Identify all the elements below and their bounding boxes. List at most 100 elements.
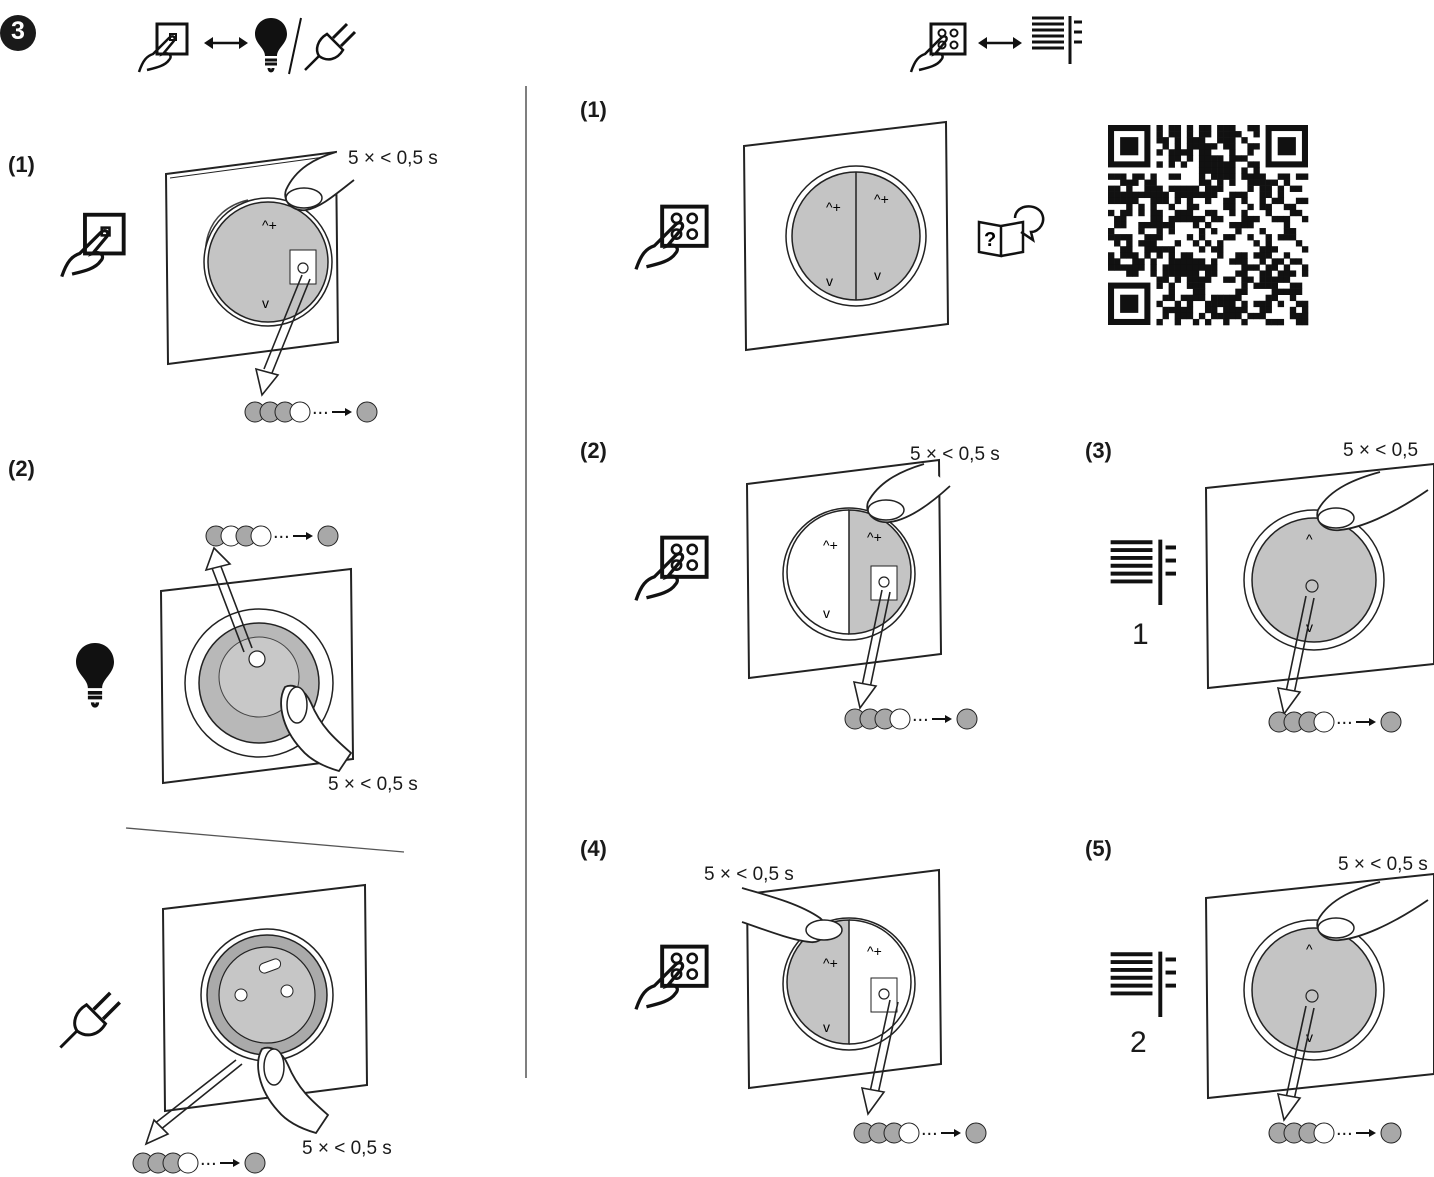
arrow-right-icon [332, 408, 352, 416]
svg-text:^+: ^+ [826, 199, 841, 215]
step-number: 3 [11, 17, 25, 45]
right-step3-label: (3) [1085, 438, 1112, 463]
right-step1-label: (1) [580, 97, 607, 122]
led-dot [289, 401, 311, 423]
led-dot [956, 708, 978, 730]
light-bulb-icon [76, 642, 114, 708]
indicator-arrow [144, 1059, 243, 1146]
svg-text:v: v [1306, 619, 1313, 635]
led-sequence: ... [844, 704, 984, 730]
indicator-arrow [860, 999, 899, 1116]
svg-text:^+: ^+ [262, 217, 277, 233]
led-dot [317, 525, 339, 547]
pairing-switch-icon [137, 22, 189, 73]
svg-text:^: ^ [1306, 531, 1313, 547]
right-step5-timing: 5 × < 0,5 s [1338, 854, 1428, 875]
svg-text:v: v [262, 295, 269, 311]
finger-press-icon [280, 684, 353, 773]
column-divider [525, 86, 527, 1078]
led-dot [1380, 1122, 1402, 1144]
plug-icon [304, 22, 357, 71]
led-ellipsis: ... [1336, 707, 1353, 729]
manual-help-icon: ? [977, 205, 1045, 258]
led-ellipsis: ... [273, 521, 290, 543]
finger-press-icon [1316, 881, 1429, 942]
led-sequence: ... [853, 1118, 993, 1144]
led-sequence: ... [132, 1148, 272, 1174]
indicator-arrow [254, 274, 311, 397]
led-dot [250, 525, 272, 547]
svg-text:?: ? [984, 229, 996, 251]
svg-text:v: v [823, 605, 830, 621]
led-dot [965, 1122, 987, 1144]
led-ellipsis: ... [1336, 1118, 1353, 1140]
slash-divider [288, 17, 302, 75]
led-sequence: ... [205, 521, 345, 547]
right-step4-timing: 5 × < 0,5 s [704, 864, 794, 885]
right-step2-timing: 5 × < 0,5 s [910, 444, 1000, 465]
svg-text:v: v [1306, 1029, 1313, 1045]
left-step2-socket-timing: 5 × < 0,5 s [302, 1138, 392, 1159]
led-ellipsis: ... [312, 397, 329, 419]
finger-press-icon [866, 463, 951, 524]
qr-code-icon [1108, 125, 1309, 326]
left-step2-label: (2) [8, 456, 35, 481]
pairing-4-button-icon [634, 944, 709, 1010]
finger-press-icon [257, 1046, 330, 1135]
led-sequence: ... [1268, 707, 1408, 733]
led-ellipsis: ... [200, 1148, 217, 1170]
blind-icon [1032, 16, 1082, 64]
svg-text:^+: ^+ [867, 529, 882, 545]
blind-number: 1 [1132, 618, 1149, 651]
led-dot [1313, 1122, 1335, 1144]
pairing-4-button-icon [909, 22, 967, 73]
step-number-badge [0, 15, 36, 51]
finger-press-icon [741, 887, 843, 943]
led-dot [898, 1122, 920, 1144]
light-bulb-icon [255, 18, 287, 73]
svg-text:v: v [823, 1019, 830, 1035]
right-step3-timing: 5 × < 0,5 [1343, 440, 1419, 461]
svg-text:^: ^ [1306, 941, 1313, 957]
indicator-arrow [204, 546, 253, 653]
section-divider [125, 827, 405, 853]
led-sequence: ... [244, 397, 384, 423]
finger-press-icon [1316, 471, 1429, 532]
right-step2-label: (2) [580, 438, 607, 463]
indicator-arrow [852, 589, 891, 710]
led-dot [1313, 711, 1335, 733]
pairing-4-button-icon [634, 535, 709, 601]
led-dot [356, 401, 378, 423]
pairing-4-button-icon [634, 204, 709, 270]
arrow-right-icon [1356, 718, 1376, 726]
finger-press-icon [284, 151, 355, 212]
left-step2-light-timing: 5 × < 0,5 s [328, 774, 418, 795]
socket-plate [161, 883, 369, 1113]
led-ellipsis: ... [912, 704, 929, 726]
right-step4-label: (4) [580, 836, 607, 861]
arrow-right-icon [220, 1159, 240, 1167]
led-ellipsis: ... [921, 1118, 938, 1140]
svg-text:^+: ^+ [823, 537, 838, 553]
svg-text:^+: ^+ [867, 943, 882, 959]
svg-text:v: v [874, 267, 881, 283]
led-dot [1380, 711, 1402, 733]
svg-text:^+: ^+ [823, 955, 838, 971]
indicator-arrow [1276, 595, 1315, 716]
switch-plate: ^+ v [164, 150, 340, 366]
arrow-right-icon [941, 1129, 961, 1137]
blind-icon [1110, 539, 1176, 605]
arrow-right-icon [932, 715, 952, 723]
right-step5-label: (5) [1085, 836, 1112, 861]
left-step1-timing: 5 × < 0,5 s [348, 148, 438, 169]
arrow-right-icon [1356, 1129, 1376, 1137]
blind-icon [1110, 951, 1176, 1017]
led-dot [889, 708, 911, 730]
plug-icon [59, 991, 122, 1049]
led-dot [244, 1152, 266, 1174]
double-arrow-icon [978, 37, 1022, 49]
pairing-switch-icon [60, 212, 126, 278]
arrow-right-icon [293, 532, 313, 540]
led-dot [177, 1152, 199, 1174]
